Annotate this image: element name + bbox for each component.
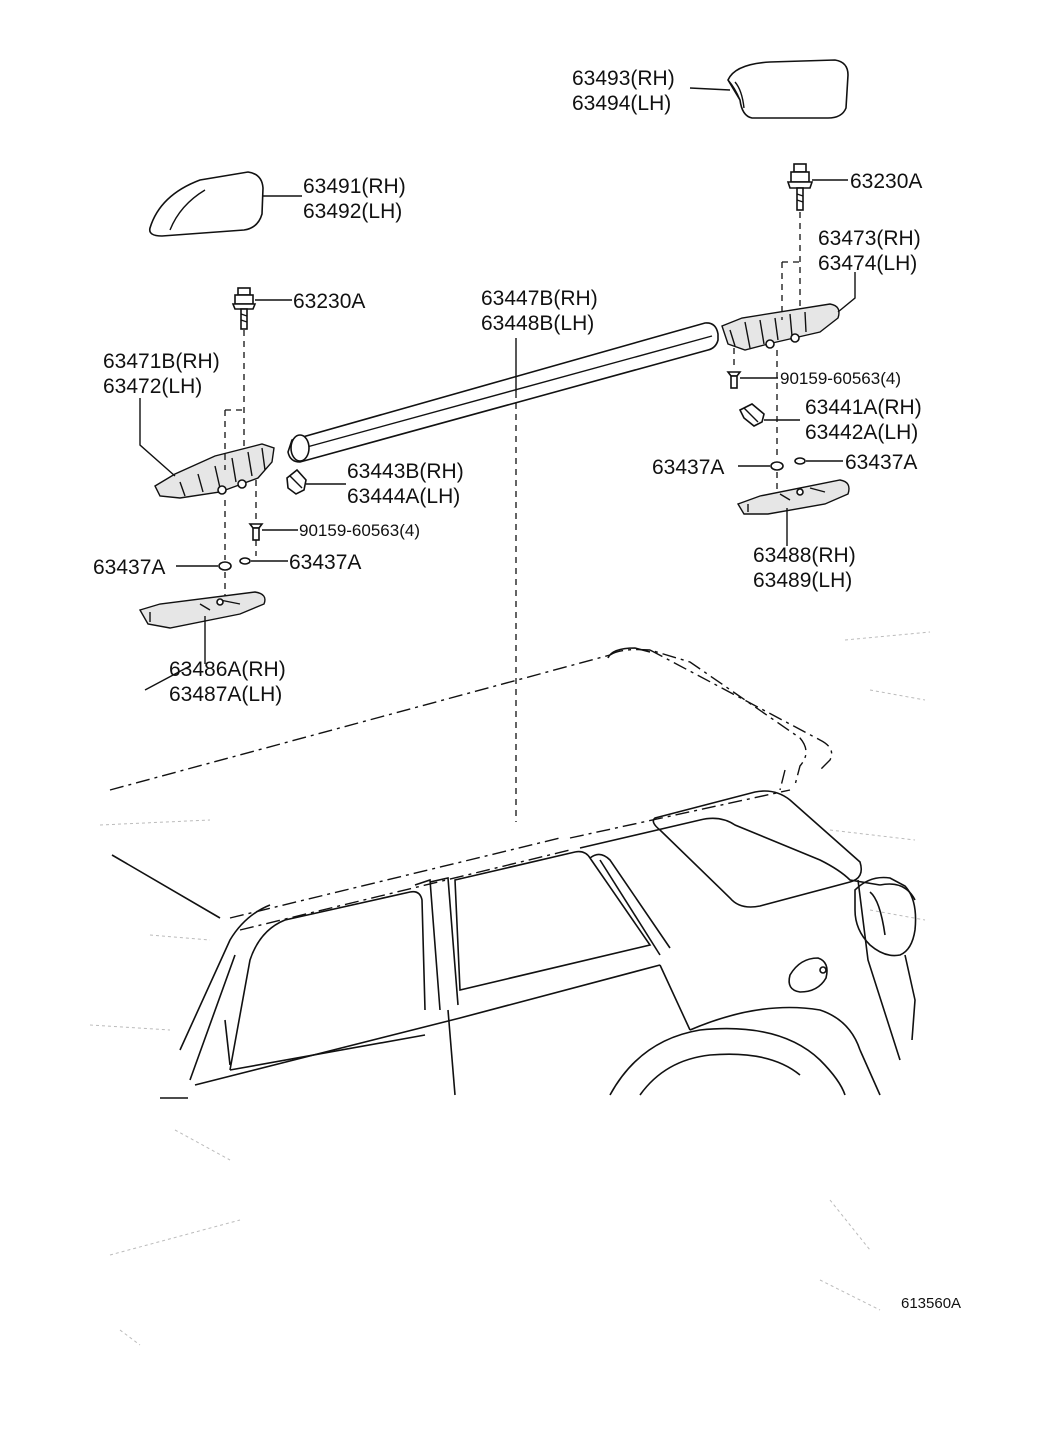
label-63489: 63489(LH) — [753, 569, 852, 592]
front-end-cover — [148, 171, 302, 237]
label-screw-right: 90159-60563(4) — [780, 369, 901, 388]
label-63493: 63493(RH) — [572, 67, 675, 90]
vehicle-outline — [109, 647, 917, 1099]
label-63494: 63494(LH) — [572, 92, 671, 115]
label-63472: 63472(LH) — [103, 375, 202, 398]
screw-left — [248, 523, 298, 556]
front-bracket — [139, 398, 275, 520]
label-63448b: 63448B(LH) — [481, 312, 594, 335]
label-63487a: 63487A(LH) — [169, 683, 282, 706]
washers-right — [738, 350, 843, 495]
label-63230a-right: 63230A — [850, 170, 922, 193]
label-63486a: 63486A(RH) — [169, 658, 286, 681]
label-63473: 63473(RH) — [818, 227, 921, 250]
bolt-left — [231, 287, 292, 470]
label-63444a: 63444A(LH) — [347, 485, 460, 508]
label-washer-left-l: 63437A — [93, 556, 165, 579]
label-63447b: 63447B(RH) — [481, 287, 598, 310]
front-base — [138, 591, 266, 691]
label-63474: 63474(LH) — [818, 252, 917, 275]
label-63492: 63492(LH) — [303, 200, 402, 223]
label-washer-left-r: 63437A — [289, 551, 361, 574]
roof-rail — [287, 322, 719, 463]
label-63442a: 63442A(LH) — [805, 421, 918, 444]
label-63491: 63491(RH) — [303, 175, 406, 198]
label-screw-left: 90159-60563(4) — [299, 521, 420, 540]
label-63441a: 63441A(RH) — [805, 396, 922, 419]
diagram-code: 613560A — [901, 1295, 961, 1312]
washers-left — [176, 500, 288, 600]
rear-bracket — [721, 261, 856, 370]
screw-right — [726, 371, 778, 389]
rear-end-cover — [689, 59, 849, 119]
bolt-right — [786, 163, 848, 320]
label-63443b: 63443B(RH) — [347, 460, 464, 483]
label-63488: 63488(RH) — [753, 544, 856, 567]
label-63471b: 63471B(RH) — [103, 350, 220, 373]
label-63230a-left: 63230A — [293, 290, 365, 313]
scan-ghost-marks — [89, 631, 931, 1346]
rear-base — [736, 479, 850, 546]
clip-front — [286, 468, 346, 495]
label-washer-right-r: 63437A — [845, 451, 917, 474]
label-washer-right-l: 63437A — [652, 456, 724, 479]
clip-rear — [738, 403, 800, 427]
